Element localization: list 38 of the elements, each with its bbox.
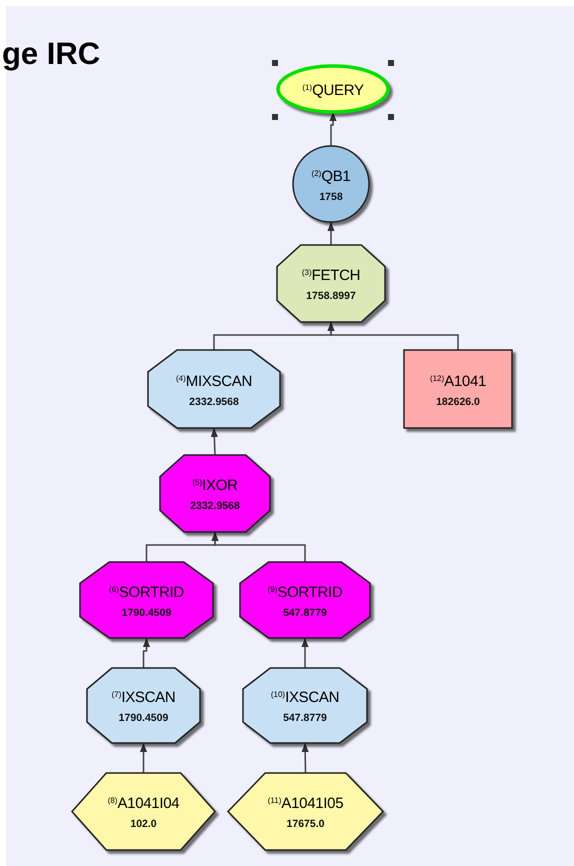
connector-arrow (302, 742, 309, 774)
operator-circle (293, 146, 369, 222)
cost-value: 547.8779 (283, 711, 327, 725)
operator-name: $^{(3)}$FETCH (302, 266, 360, 285)
connector-arrow (329, 112, 337, 146)
title: ge IRC (2, 36, 100, 72)
connector-arrow (142, 638, 150, 668)
operator-name: $^{(1)}$QUERY (302, 80, 364, 100)
index-hexagon (72, 773, 215, 850)
operator-name: $^{(4)}$MIXSCAN (176, 372, 252, 390)
cost-value: 1790.4509 (118, 711, 168, 725)
operator-name: $^{(8)}$A1041I04 (108, 794, 180, 813)
connector-arrow (327, 222, 335, 245)
operator-name: $^{(12)}$A1041 (430, 372, 486, 390)
index-hexagon (228, 773, 383, 850)
operator-name: $^{(5)}$IXOR (192, 476, 238, 495)
operator-name: $^{(7)}$IXSCAN (112, 688, 176, 707)
cost-value: 1758.8997 (306, 289, 356, 303)
operator-name: $^{(2)}$QB1 (312, 166, 350, 186)
connector-arrow (210, 428, 218, 456)
cost-value: 17675.0 (286, 817, 324, 831)
connector-arrow (140, 743, 148, 773)
cost-value: 182626.0 (436, 394, 480, 408)
query-ellipse (278, 66, 388, 112)
connector-arrow (327, 322, 459, 350)
table-box (404, 350, 512, 428)
connector-arrow (211, 532, 306, 562)
connector-arrow (301, 638, 309, 668)
operator-name: $^{(10)}$IXSCAN (270, 688, 340, 707)
operator-name: $^{(6)}$SORTRID (109, 582, 184, 602)
cost-value: 2332.9568 (189, 394, 239, 408)
cost-value: 102.0 (130, 817, 157, 831)
cost-value: 547.8779 (283, 606, 327, 620)
cost-value: 1790.4509 (122, 606, 172, 620)
cost-value: 1758 (319, 190, 343, 204)
operator-name: $^{(11)}$A1041I05 (268, 794, 344, 813)
cost-value: 2332.9568 (190, 499, 240, 513)
operator-name: $^{(9)}$SORTRID (268, 582, 342, 602)
